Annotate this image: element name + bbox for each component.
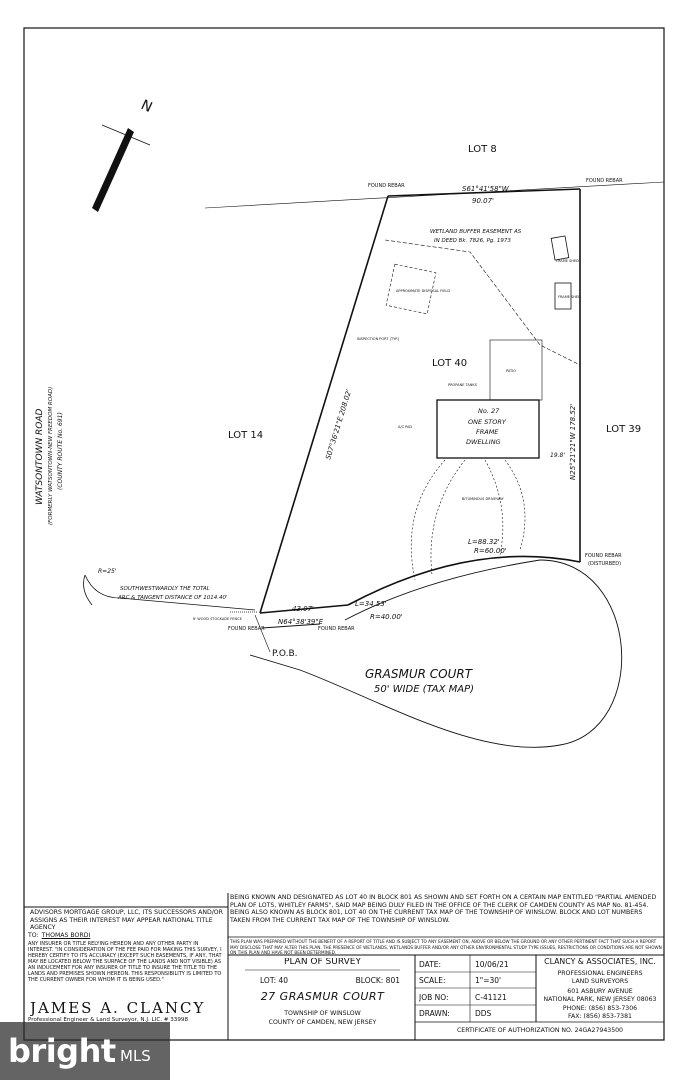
date-value: 10/06/21 [475, 960, 509, 969]
house-desc-1: ONE STORY [468, 418, 507, 426]
court-name: GRASMUR COURT [365, 667, 474, 681]
firm-name: CLANCY & ASSOCIATES, INC. [544, 957, 656, 966]
patio-label: PATIO [506, 369, 516, 373]
firm-address-1: 601 ASBURY AVENUE [567, 988, 633, 995]
bearing-front: N64°38'39"E [278, 618, 324, 626]
court-width: 50' WIDE (TAX MAP) [374, 684, 474, 695]
house-desc-3: DWELLING [466, 438, 501, 446]
date-label: DATE: [419, 960, 442, 969]
drawn-label: DRAWN: [419, 1009, 450, 1018]
township: TOWNSHIP OF WINSLOW [284, 1010, 361, 1017]
watermark-mls: MLS [120, 1047, 151, 1065]
wetland-note-1: WETLAND BUFFER EASEMENT AS [430, 229, 522, 235]
distance-front: 43.07' [292, 605, 314, 613]
scale-value: 1"=30' [475, 976, 502, 985]
firm-type-1: PROFESSIONAL ENGINEERS [557, 970, 643, 977]
wetland-buffer-line [384, 239, 581, 366]
certify-to: TO: THOMAS BORDI [28, 932, 224, 940]
bearing-right: N25°21'21"W 178.52' [569, 404, 577, 480]
certificate-of-authorization: CERTIFICATE OF AUTHORIZATION NO. 24GA279… [456, 1027, 623, 1034]
dim-19-8: 19.8' [550, 452, 565, 459]
legal-description: BEING KNOWN AND DESIGNATED AS LOT 40 IN … [230, 894, 657, 924]
job-value: C-41121 [475, 993, 507, 1002]
lot-block-row: LOT: 40 BLOCK: 801 [260, 976, 400, 985]
driveway [410, 459, 526, 581]
arc-radius-2: R=40.00' [370, 613, 403, 621]
firm-address-2: NATIONAL PARK, NEW JERSEY 08063 [543, 996, 657, 1003]
house-desc-2: FRAME [476, 428, 499, 436]
grasmur-court-road [249, 559, 623, 748]
disposal-field-label: APPROXIMATE DISPOSAL FIELD [396, 289, 450, 293]
certify-header: ADVISORS MORTGAGE GROUP, LLC, ITS SUCCES… [30, 909, 223, 931]
found-rebar-right: FOUND REBAR [585, 553, 622, 559]
distance-top: 90.07' [472, 197, 494, 205]
road-name: WATSONTOWN ROAD [35, 408, 45, 505]
fence-label: 6' WOOD STOCKADE FENCE [193, 617, 242, 621]
found-rebar-top-left: FOUND REBAR [368, 183, 405, 189]
pob-label: P.O.B. [272, 649, 298, 659]
pob-leader [254, 614, 271, 653]
inspection-port-label: INSPECTION PORT (TYP.) [357, 337, 400, 341]
frame-shed-label-1: FRAME SHED [556, 259, 579, 263]
southwestwardly-2: ARC & TANGENT DISTANCE OF 1014.40' [117, 595, 228, 601]
title-disclaimer: THIS PLAN WAS PREPARED WITHOUT THE BENEF… [230, 939, 662, 955]
lot-14-label: LOT 14 [228, 430, 263, 441]
block-number: BLOCK: 801 [355, 976, 400, 985]
wetland-note-2: IN DEED Bk. 7826, Pg. 1973 [434, 238, 511, 244]
title-block-lines [24, 893, 664, 1040]
property-address: 27 GRASMUR COURT [260, 990, 385, 1003]
certify-to-label: TO: [28, 932, 39, 939]
frame-shed-2 [554, 282, 572, 310]
propane-label: PROPANE TANKS [448, 383, 478, 387]
arc-radius: R=60.00' [474, 547, 507, 555]
north-label: N [138, 97, 154, 116]
road-county-route: (COUNTY ROUTE No. 691) [57, 412, 64, 490]
firm-fax: FAX: (856) 853-7381 [568, 1013, 632, 1020]
driveway-label: BITUMINOUS DRIVEWAY [462, 497, 505, 501]
found-rebar-pob: FOUND REBAR [228, 626, 265, 632]
firm-type-2: LAND SURVEYORS [571, 978, 629, 985]
found-rebar-front: FOUND REBAR [318, 626, 355, 632]
watsontown-road [83, 574, 256, 611]
bearing-left: S07°36'21"E 208.02' [324, 388, 353, 460]
surveyor-name: JAMES A. CLANCY [30, 999, 206, 1017]
frame-shed-1 [550, 235, 570, 261]
lot-40-label: LOT 40 [432, 358, 467, 369]
job-label: JOB NO: [419, 993, 449, 1002]
arc-length-2: L=34.53' [355, 600, 387, 608]
patio [489, 339, 543, 401]
found-rebar-top-right: FOUND REBAR [586, 178, 623, 184]
firm-phone: PHONE: (856) 853-7306 [562, 1005, 638, 1012]
lot-39-label: LOT 39 [606, 424, 641, 435]
surveyor-license: Professional Engineer & Land Surveyor, N… [28, 1017, 189, 1023]
deed-north-label: DEED NORTH [97, 162, 120, 201]
property-boundary [259, 188, 581, 614]
ac-pad-label: A/C PAD [398, 425, 412, 429]
road-former-name: (FORMERLY WATSONTOWN-NEW FREEDOM ROAD) [48, 387, 54, 525]
bearing-top: S61°41'58"W [462, 185, 510, 193]
arc-length: L=88.32' [468, 538, 500, 546]
certify-to-name: THOMAS BORDI [41, 932, 91, 939]
sheet-border [23, 27, 665, 1041]
plan-title: PLAN OF SURVEY [284, 958, 361, 967]
house-number: No. 27 [478, 407, 500, 415]
frame-shed-label-2: FRAME SHED [558, 295, 581, 299]
dwelling-footprint [436, 399, 540, 459]
lot-8-label: LOT 8 [468, 144, 497, 155]
bright-mls-watermark: bright MLS [0, 1022, 170, 1080]
drawn-value: DDS [475, 1009, 492, 1018]
found-rebar-disturbed: (DISTURBED) [588, 561, 621, 567]
scale-label: SCALE: [419, 976, 446, 985]
road-radius: R=25' [98, 568, 117, 575]
county: COUNTY OF CAMDEN, NEW JERSEY [268, 1019, 377, 1026]
watermark-word: bright [8, 1032, 116, 1070]
certify-body: ANY INSURER OR TITLE RELYING HEREON AND … [28, 941, 222, 983]
southwestwardly-1: SOUTHWESTWARDLY THE TOTAL [120, 586, 210, 592]
lot-number: LOT: 40 [260, 976, 289, 985]
disposal-field [385, 263, 437, 315]
